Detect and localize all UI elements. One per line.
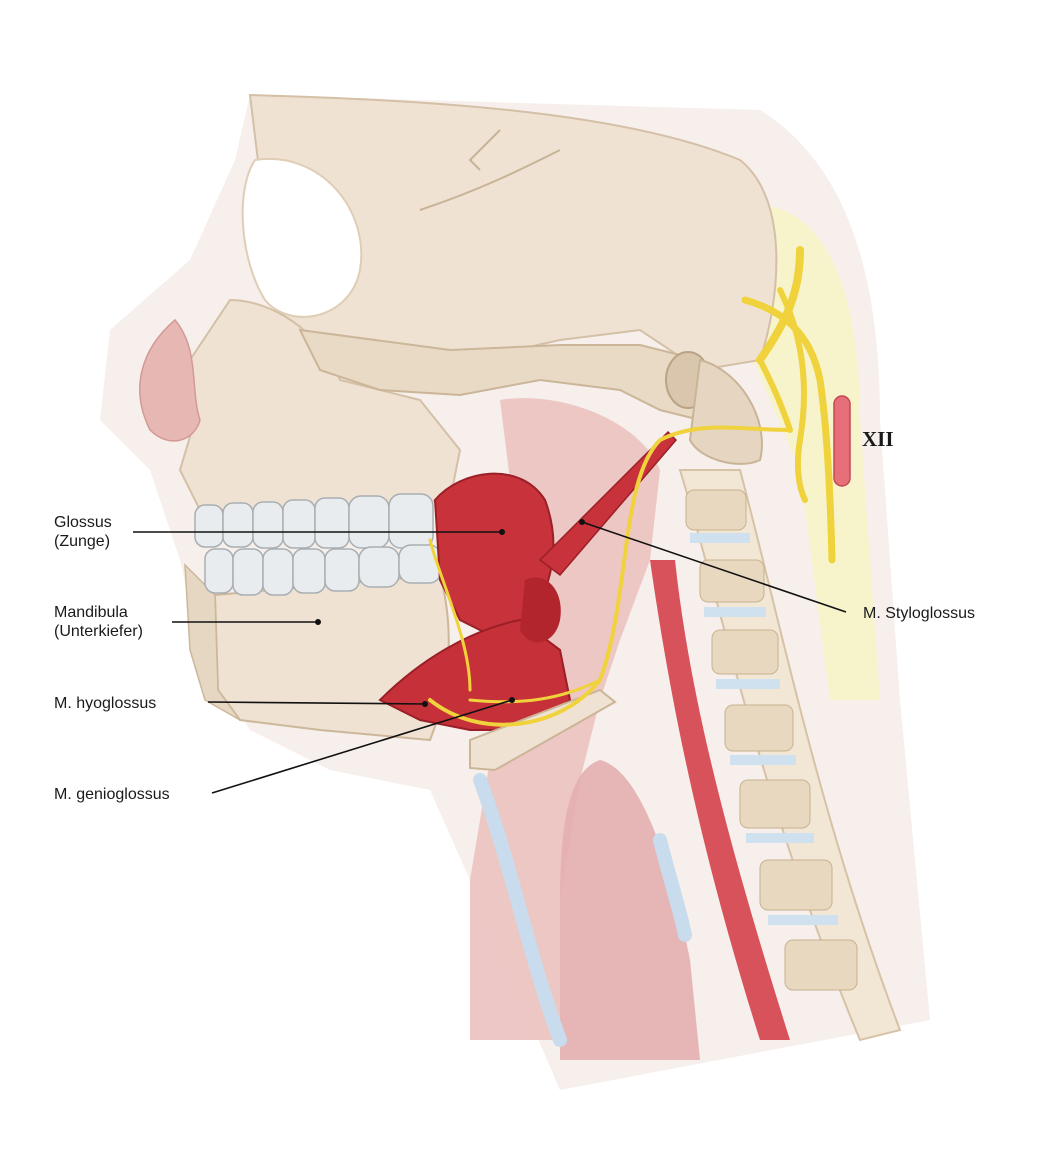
pharyngeal-tonsil (520, 577, 561, 643)
label-mandibula-line2: (Unterkiefer) (54, 623, 143, 640)
leader-dots (315, 519, 585, 707)
artery-stripe (650, 560, 790, 1040)
zygomatic-arch (298, 328, 722, 422)
orbit (241, 157, 363, 318)
label-nerve-xii: XII (862, 427, 894, 451)
label-glossus-line1: Glossus (54, 514, 112, 531)
label-hyoglossus: M. hyoglossus (54, 695, 157, 712)
hypoglossal-nerve (428, 246, 836, 727)
label-genioglossus: M. genioglossus (54, 786, 170, 803)
vein (473, 773, 567, 1047)
label-glossus: Glossus (Zunge) (54, 513, 112, 551)
leader-lines (133, 521, 847, 794)
cervical-spine (678, 469, 902, 1042)
label-mandibula: Mandibula (Unterkiefer) (54, 603, 143, 641)
vein-2 (653, 833, 692, 942)
skull-suture (419, 129, 561, 211)
mastoid (688, 358, 763, 465)
mandible-chin (184, 563, 241, 721)
teeth (194, 493, 442, 596)
label-styloglossus: M. Styloglossus (863, 605, 976, 622)
skull-cranium (248, 93, 778, 392)
label-glossus-line2: (Zunge) (54, 533, 111, 550)
nose (139, 318, 201, 442)
label-mandibula-line1: Mandibula (54, 604, 128, 621)
nerve-nucleus (833, 395, 851, 487)
trachea (560, 760, 700, 1060)
